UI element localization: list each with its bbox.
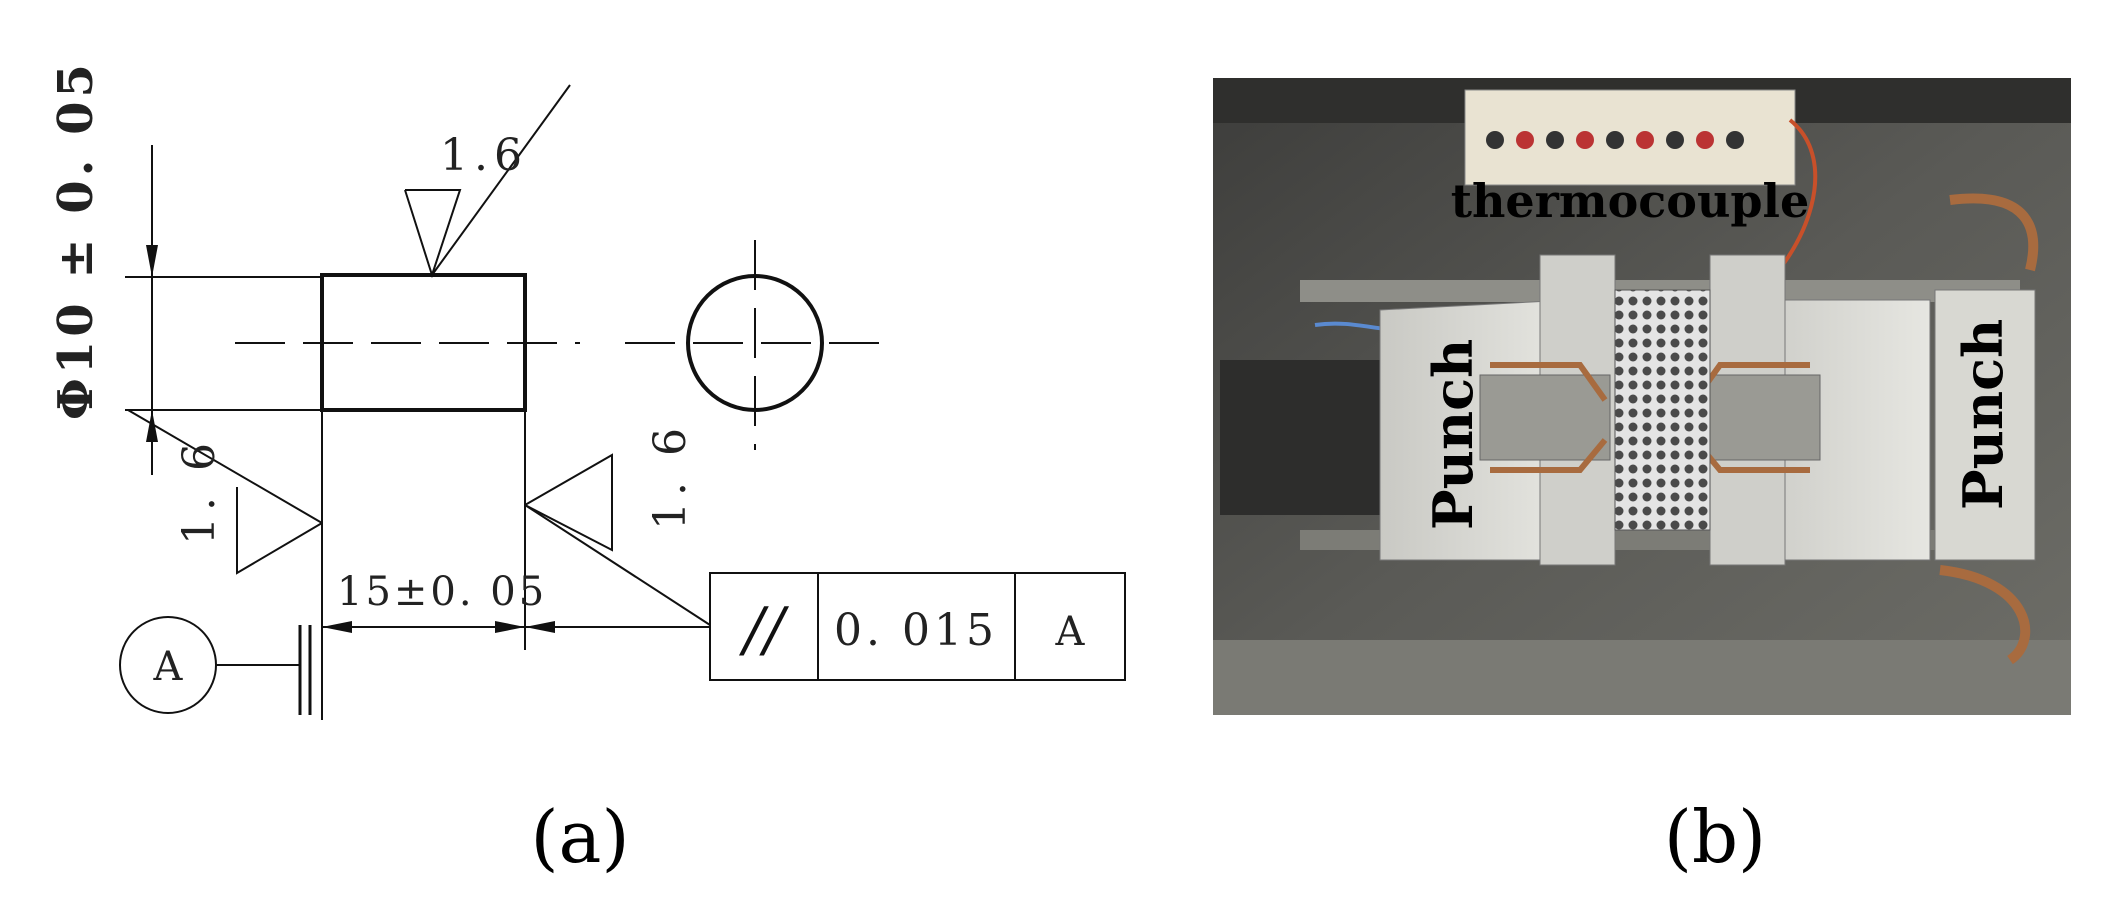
roughness-top-symbol xyxy=(404,189,462,279)
roughness-left-value: 1. 6 xyxy=(174,437,225,545)
roughness-top-value: 1.6 xyxy=(440,130,528,181)
thermocouple-label: thermocouple xyxy=(1451,174,1810,228)
panel-b-photo: thermocouple Punch Punch (b) xyxy=(1150,0,2107,901)
photo-svg: thermocouple Punch Punch xyxy=(1213,78,2071,715)
tolerance-value: 0. 015 xyxy=(834,605,998,656)
roughness-top-leader xyxy=(431,84,571,276)
diameter-dimension-text: Φ10 ± 0. 05 xyxy=(48,60,104,420)
frame-arrow xyxy=(525,621,555,633)
dia-arrow-top xyxy=(146,245,158,277)
roughness-right-symbol xyxy=(524,453,613,552)
roughness-left-symbol xyxy=(236,487,323,575)
caption-a: (a) xyxy=(530,795,630,879)
datum-letter: A xyxy=(153,644,184,690)
left-cylinder xyxy=(1220,360,1380,515)
panel-a-drawing: 1.6 Φ10 ± 0. 05 1. 6 1. 6 15±0. 05 A // … xyxy=(48,60,1126,879)
roughness-left-leader xyxy=(127,409,323,524)
drawing-svg: 1.6 Φ10 ± 0. 05 1. 6 1. 6 15±0. 05 A // … xyxy=(48,60,1126,720)
punch-left-label: Punch xyxy=(1421,339,1485,530)
tolerance-frame xyxy=(709,572,1126,681)
tolerance-datum: A xyxy=(1055,609,1086,655)
roughness-right-value: 1. 6 xyxy=(645,422,696,530)
tolerance-leader xyxy=(524,504,711,626)
thermocouple-block xyxy=(1464,89,1796,186)
punch-right-label: Punch xyxy=(1951,319,2015,510)
length-arrow-left xyxy=(322,621,352,633)
length-dimension-text: 15±0. 05 xyxy=(337,569,547,615)
dia-arrow-bottom xyxy=(146,410,158,442)
perforated-specimen xyxy=(1614,289,1711,531)
length-arrow-right xyxy=(495,621,525,633)
caption-b: (b) xyxy=(1663,795,1767,879)
thermocouple-pins xyxy=(1486,131,1744,149)
parallelism-symbol: // xyxy=(739,595,790,665)
